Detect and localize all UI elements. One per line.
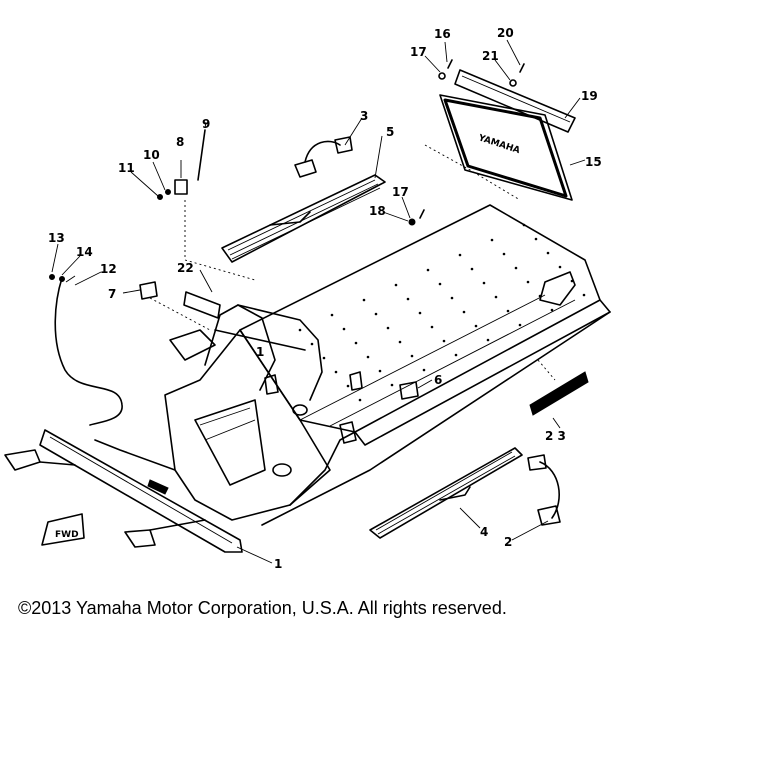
rivet-dot (398, 340, 402, 344)
rivet-dot (334, 370, 338, 374)
rivet-dot (582, 293, 586, 297)
rivet-dot (406, 297, 410, 301)
copyright-notice: ©2013 Yamaha Motor Corporation, U.S.A. A… (18, 598, 507, 618)
callout-23: 2 3 (545, 429, 566, 443)
rivet-dot (394, 283, 398, 287)
callout-9: 9 (202, 117, 210, 131)
rivet-dot (378, 369, 382, 373)
part-5-running-board-left (221, 174, 386, 263)
rivet-dot (330, 313, 334, 317)
rivet-dot (526, 280, 530, 284)
frame-body (94, 204, 611, 526)
callout-8: 8 (176, 135, 184, 149)
rivet-dot (342, 327, 346, 331)
rivet-dot (518, 323, 522, 327)
rivet-dot (310, 342, 314, 346)
rivet-dot (418, 311, 422, 315)
rivet-dot (470, 267, 474, 271)
leader-dashes (149, 144, 556, 381)
rivet-dot (502, 252, 506, 256)
callout-16: 16 (434, 27, 451, 41)
callout-10: 10 (143, 148, 160, 162)
rivet-dot (462, 310, 466, 314)
rivet-dot (358, 398, 362, 402)
callout-11: 11 (118, 161, 135, 175)
callout-17b: 17 (392, 185, 409, 199)
part-3-handle (294, 136, 353, 178)
callout-5: 5 (386, 125, 394, 139)
harness-12 (54, 275, 123, 426)
callout-19: 19 (581, 89, 598, 103)
callout-4: 4 (480, 525, 488, 539)
rivet-dot (426, 268, 430, 272)
rivet-dot (374, 312, 378, 316)
callout-21: 21 (482, 49, 499, 63)
part-2-handle (527, 454, 561, 526)
hardware (49, 59, 589, 416)
front-bumper (39, 429, 243, 553)
callout-22: 22 (177, 261, 194, 275)
rivet-dot (362, 298, 366, 302)
callout-6: 6 (434, 373, 442, 387)
callout-20: 20 (497, 26, 514, 40)
rivet-dot (366, 355, 370, 359)
rivet-dot (422, 368, 426, 372)
fwd-arrow: FWD (41, 513, 85, 546)
rivet-dot (458, 253, 462, 257)
rivet-dot (298, 328, 302, 332)
callout-13: 13 (48, 231, 65, 245)
rivet-dot (442, 339, 446, 343)
rivet-dot (490, 238, 494, 242)
callout-1: 1 (274, 557, 282, 571)
rivet-dot (482, 281, 486, 285)
rivet-dot (486, 338, 490, 342)
callout-12: 12 (100, 262, 117, 276)
rivet-dot (410, 354, 414, 358)
rivet-dot (454, 353, 458, 357)
rivet-dot (522, 223, 526, 227)
rivet-dot (386, 326, 390, 330)
callout-7: 7 (108, 287, 116, 301)
callout-18: 18 (369, 204, 386, 218)
rivet-dot (322, 356, 326, 360)
rivet-dot (346, 384, 350, 388)
part-19-flap-bracket (454, 69, 576, 133)
part-4-running-board-right (369, 447, 523, 539)
rivet-dot (546, 251, 550, 255)
callout-1b: 1 (256, 345, 264, 359)
flap-emblem: YAMAHA (476, 133, 521, 156)
callout-2: 2 (504, 535, 512, 549)
rivet-dot (494, 295, 498, 299)
rivet-dot (438, 282, 442, 286)
rivet-dot (514, 266, 518, 270)
rivet-dot (550, 308, 554, 312)
deck-rivets (298, 223, 586, 402)
callout-15: 15 (585, 155, 602, 169)
rivet-dot (558, 265, 562, 269)
rivet-dot (474, 324, 478, 328)
callout-17: 17 (410, 45, 427, 59)
rivet-dot (430, 325, 434, 329)
rivet-dot (354, 341, 358, 345)
front-hooks (4, 449, 206, 548)
callout-leaders (51, 39, 586, 564)
part-15-rear-flap: YAMAHA (439, 94, 573, 201)
exploded-parts-diagram: FWD YAMAHA (4, 26, 611, 571)
callout-3: 3 (360, 109, 368, 123)
callout-labels: 1 1 2 3 4 5 6 7 8 9 10 11 12 13 14 15 16… (48, 26, 602, 571)
rivet-dot (450, 296, 454, 300)
fwd-label: FWD (55, 530, 79, 540)
callout-14: 14 (76, 245, 93, 259)
rivet-dot (390, 383, 394, 387)
rivet-dot (506, 309, 510, 313)
rivet-dot (534, 237, 538, 241)
